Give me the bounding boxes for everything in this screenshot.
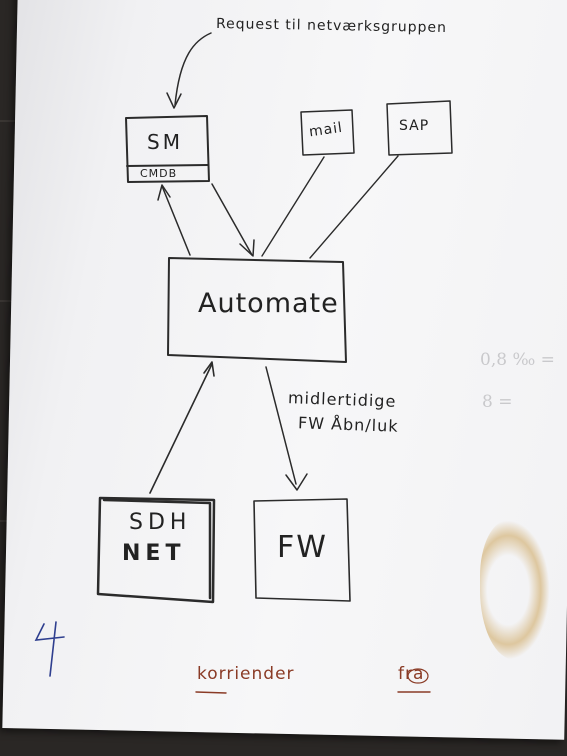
cmdb-label: CMDB	[140, 167, 178, 180]
mail-connector	[261, 156, 325, 257]
footer-circle-mark	[407, 668, 429, 684]
edge-label-line1: midlertidige	[287, 388, 397, 411]
sdh-label: SDH	[129, 510, 192, 535]
margin-note-eight: 8 =	[482, 392, 513, 412]
blue-doodle-text: 4	[60, 640, 62, 641]
sdh-to-automate-arrow	[149, 361, 215, 494]
blue-doodle	[34, 621, 65, 677]
sm-to-automate-arrow	[211, 183, 255, 257]
mail-box	[300, 109, 355, 156]
sdh-net-box	[96, 496, 216, 604]
net-label: NET	[122, 541, 186, 566]
footer-word-2: fra	[398, 664, 425, 684]
footer-word-1: korriender	[197, 664, 295, 684]
fw-label: FW	[277, 530, 328, 565]
automate-label: Automate	[198, 288, 339, 319]
tape-stain	[480, 520, 550, 660]
request-arrow	[166, 32, 212, 109]
edge-label-line2: FW Åbn/luk	[297, 413, 399, 436]
automate-box	[167, 257, 347, 363]
sm-label: SM	[147, 130, 183, 154]
margin-note-ratio: 0,8 ‰ =	[480, 350, 555, 370]
automate-to-sm-arrow	[157, 184, 191, 256]
sap-box	[386, 100, 453, 156]
sm-box	[125, 115, 210, 183]
footer-underline	[195, 691, 431, 694]
sap-connector	[309, 155, 399, 259]
sap-label: SAP	[399, 118, 430, 134]
automate-to-fw-arrow	[265, 366, 308, 491]
fw-box	[253, 498, 351, 602]
